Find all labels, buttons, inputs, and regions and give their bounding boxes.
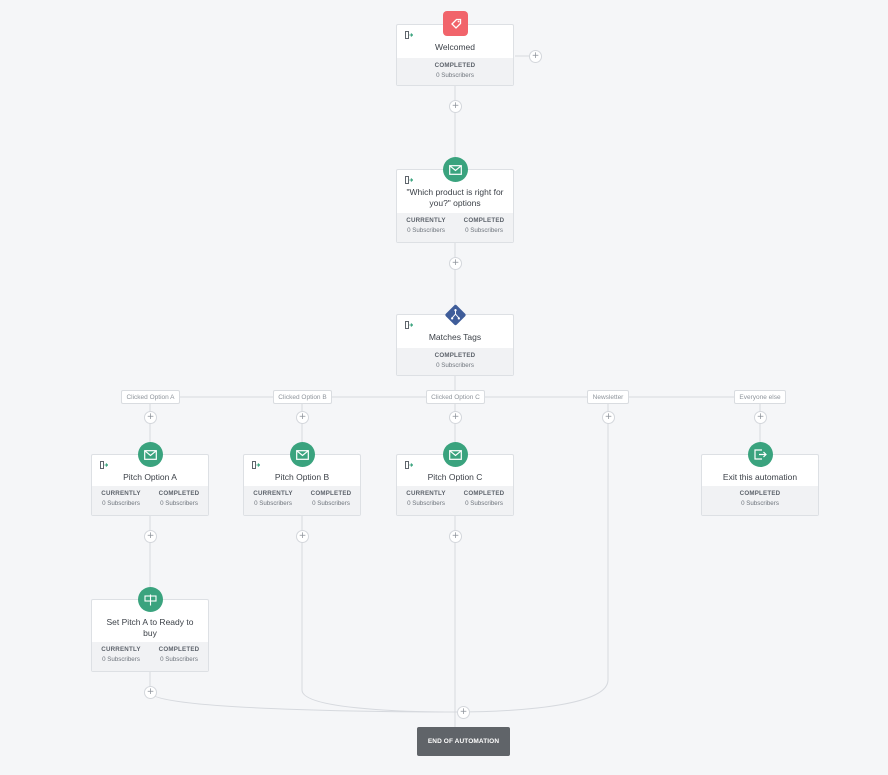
branch-label-everyone-else[interactable]: Everyone else (734, 390, 786, 404)
signpost-icon (138, 587, 163, 612)
step-title: Set Pitch A to Ready to buy (106, 617, 194, 638)
add-step-button[interactable]: + (144, 530, 157, 543)
step-type-icon (252, 461, 260, 469)
step-title: Pitch Option B (274, 472, 330, 482)
branch-label-newsletter[interactable]: Newsletter (587, 390, 629, 404)
add-step-button[interactable]: + (449, 530, 462, 543)
step-type-icon (405, 461, 413, 469)
add-step-button[interactable]: + (449, 411, 462, 424)
add-step-button[interactable]: + (602, 411, 615, 424)
add-step-button[interactable]: + (144, 686, 157, 699)
step-type-icon (100, 461, 108, 469)
add-step-button[interactable]: + (296, 530, 309, 543)
step-type-icon (405, 176, 413, 184)
add-step-button[interactable]: + (457, 706, 470, 719)
envelope-icon (138, 442, 163, 467)
step-title: Welcomed (435, 42, 475, 52)
branch-label-option-a[interactable]: Clicked Option A (121, 390, 180, 404)
branch-label-option-b[interactable]: Clicked Option B (273, 390, 332, 404)
add-step-button[interactable]: + (144, 411, 157, 424)
tag-icon (443, 11, 468, 36)
step-type-icon (405, 321, 413, 329)
end-of-automation: END OF AUTOMATION (417, 727, 510, 756)
branch-icon (443, 302, 468, 327)
add-step-button[interactable]: + (529, 50, 542, 63)
step-type-icon (405, 31, 413, 39)
step-title: Exit this automation (722, 472, 798, 482)
add-step-button[interactable]: + (449, 257, 462, 270)
step-title: Matches Tags (428, 332, 482, 342)
add-step-button[interactable]: + (449, 100, 462, 113)
add-step-button[interactable]: + (754, 411, 767, 424)
step-title: "Which product is right for you?" option… (406, 187, 504, 208)
envelope-icon (443, 442, 468, 467)
envelope-icon (290, 442, 315, 467)
envelope-icon (443, 157, 468, 182)
step-title: Pitch Option C (427, 472, 483, 482)
step-title: Pitch Option A (123, 472, 177, 482)
add-step-button[interactable]: + (296, 411, 309, 424)
branch-label-option-c[interactable]: Clicked Option C (426, 390, 485, 404)
exit-icon (748, 442, 773, 467)
